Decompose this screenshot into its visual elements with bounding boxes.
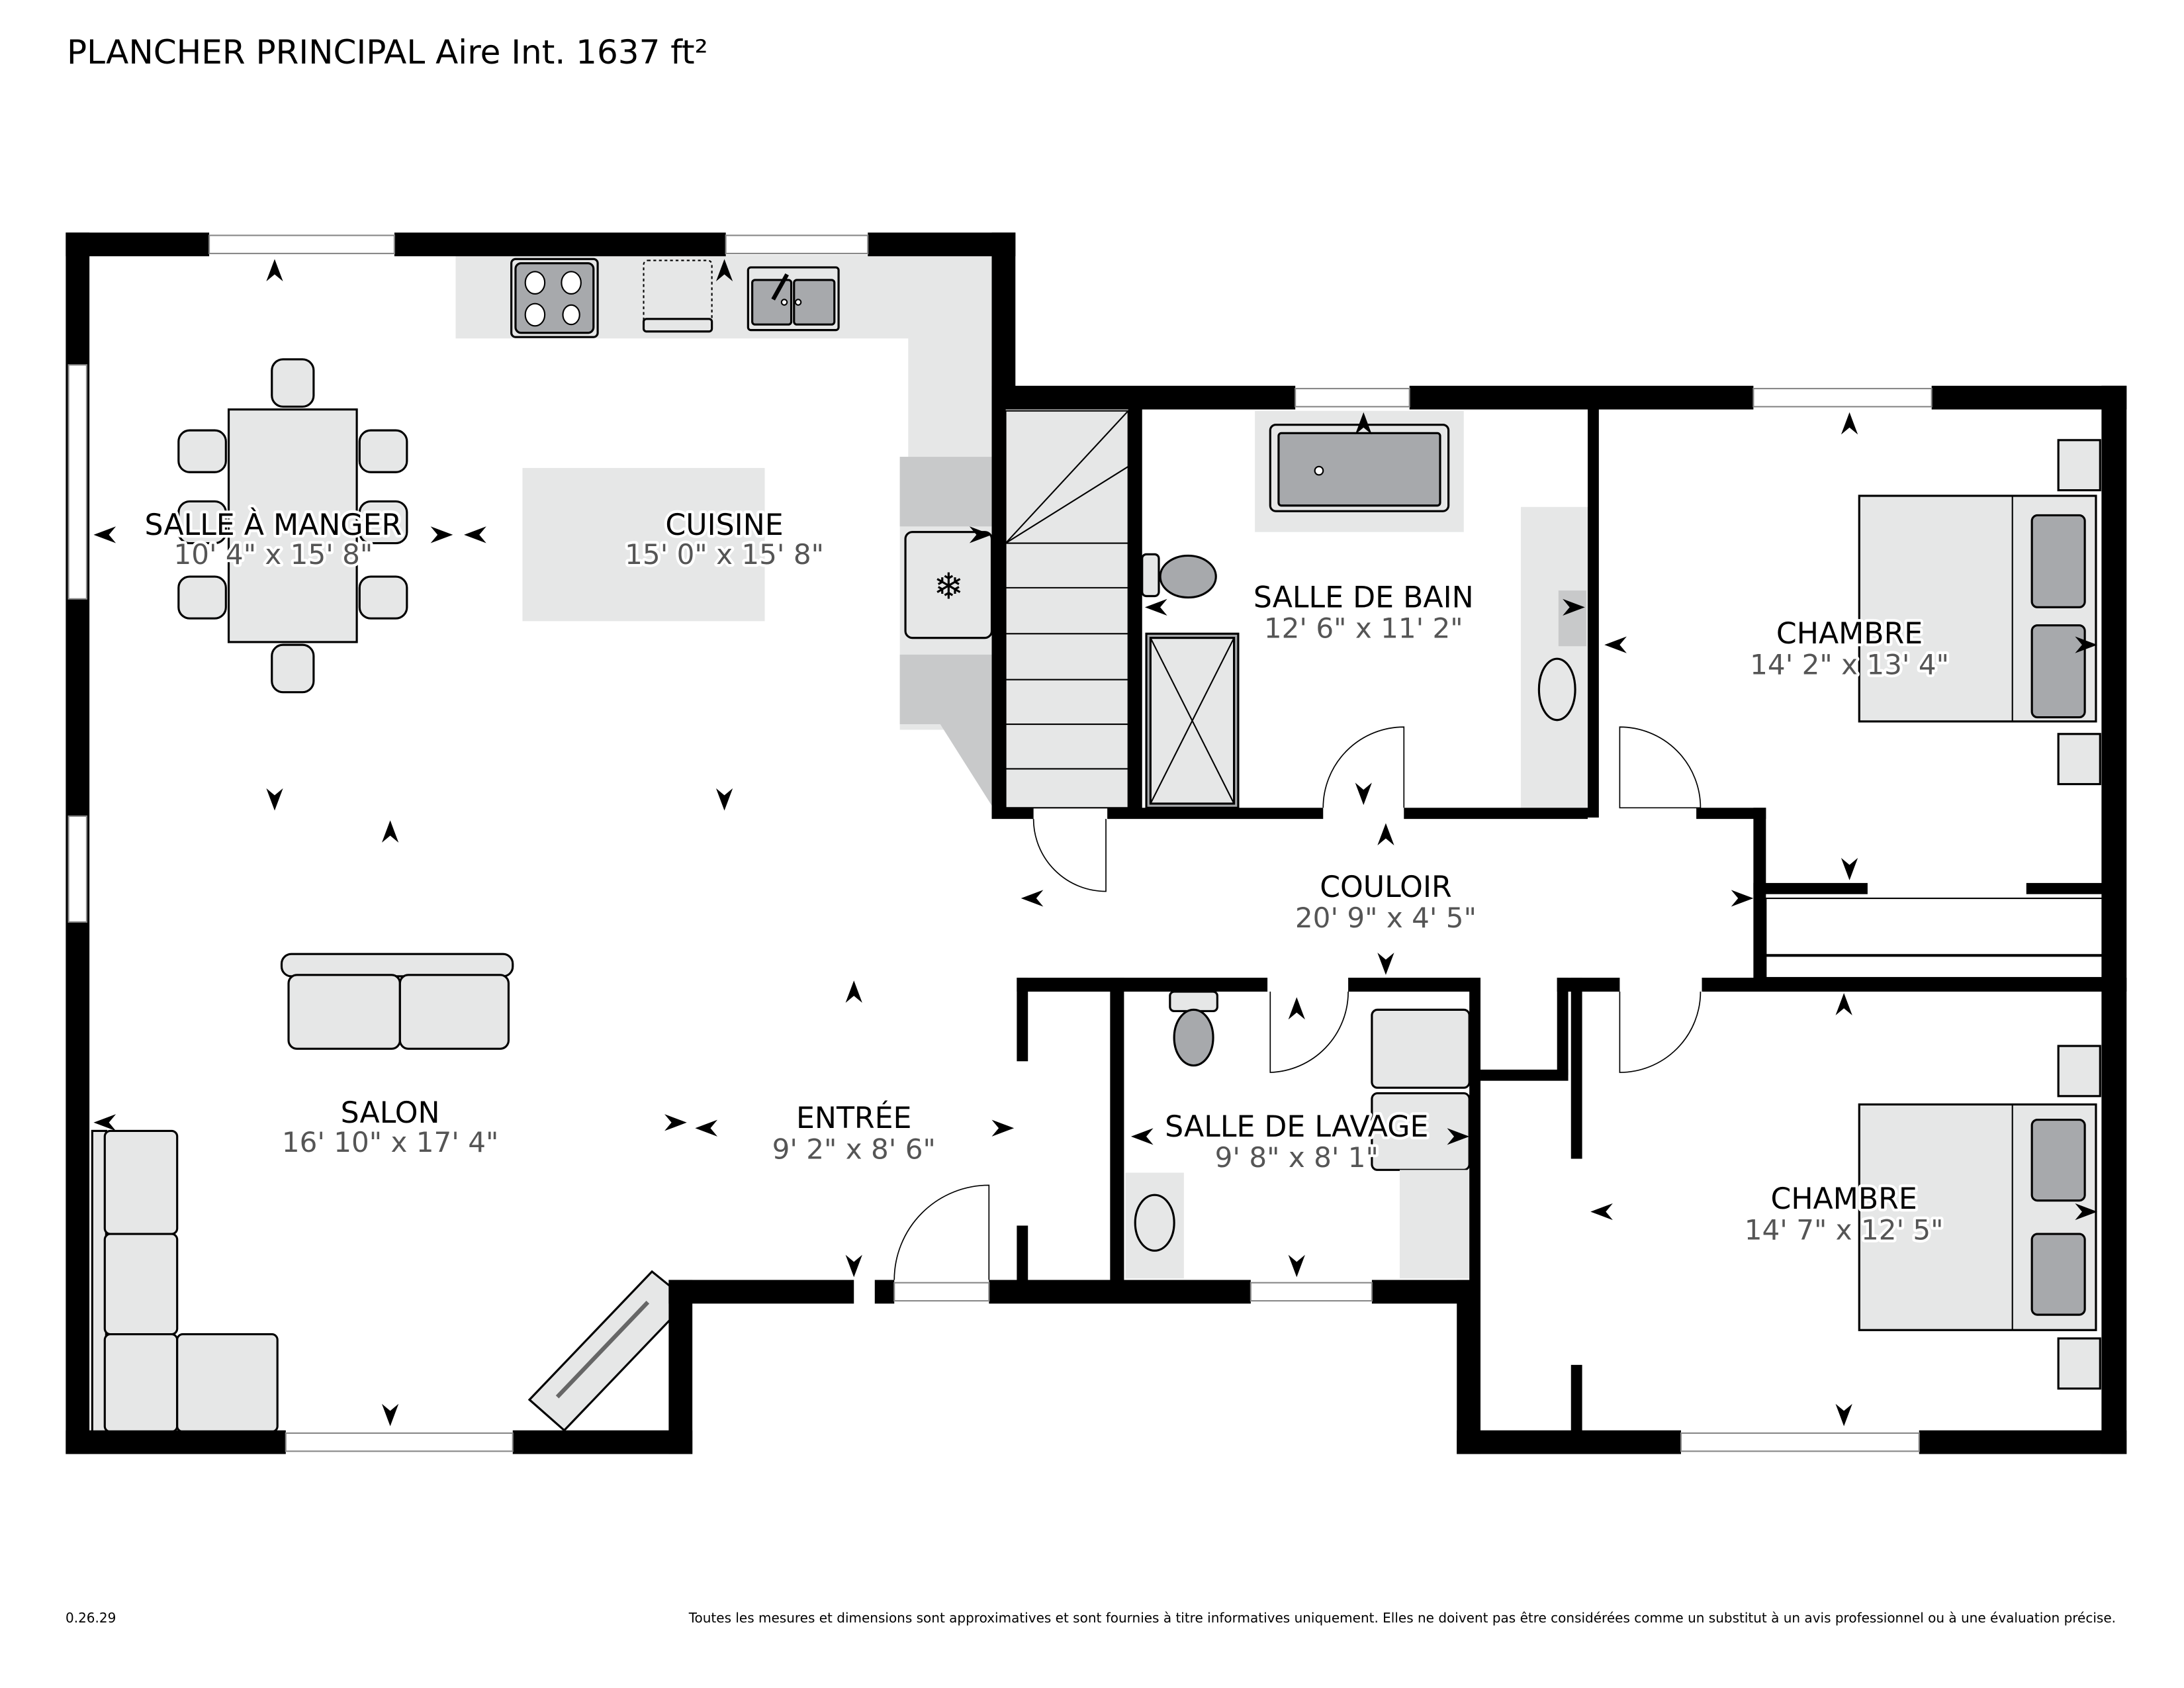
sofa-icon xyxy=(280,953,514,1050)
sectional-sofa-icon xyxy=(91,1129,279,1433)
room-label-salle-a-manger: SALLE À MANGER 10' 4" x 15' 8" xyxy=(142,504,404,574)
dining-table-icon xyxy=(177,358,408,694)
version-label: 0.26.29 xyxy=(66,1610,116,1626)
svg-text:ENTRÉE: ENTRÉE xyxy=(796,1100,911,1135)
staircase-icon xyxy=(1005,410,1129,809)
bed-icon-2 xyxy=(1858,1045,2101,1390)
room-label-couloir: COULOIR 20' 9" x 4' 5" xyxy=(1293,868,1479,937)
laundry-toilet-icon xyxy=(1169,990,1218,1067)
svg-text:20' 9" x 4' 5": 20' 9" x 4' 5" xyxy=(1295,902,1477,934)
shower-icon xyxy=(1145,632,1240,809)
svg-text:CHAMBRE: CHAMBRE xyxy=(1776,617,1923,651)
svg-text:COULOIR: COULOIR xyxy=(1320,870,1451,904)
svg-text:SALON: SALON xyxy=(341,1096,440,1130)
floor-title: PLANCHER PRINCIPAL Aire Int. 1637 ft² xyxy=(67,33,708,71)
bathtub-icon xyxy=(1255,410,1464,532)
svg-text:CHAMBRE: CHAMBRE xyxy=(1770,1182,1917,1216)
svg-text:15' 0" x 15' 8": 15' 0" x 15' 8" xyxy=(625,538,824,571)
svg-text:14' 7" x 12' 5": 14' 7" x 12' 5" xyxy=(1745,1214,1944,1246)
svg-text:SALLE DE LAVAGE: SALLE DE LAVAGE xyxy=(1165,1110,1428,1144)
room-label-salle-de-bain: SALLE DE BAIN 12' 6" x 11' 2" xyxy=(1251,578,1477,647)
doors xyxy=(893,726,1702,1280)
room-label-entree: ENTRÉE 9' 2" x 8' 6" xyxy=(769,1098,938,1168)
tv-console-icon xyxy=(527,1270,690,1432)
kitchen-counters xyxy=(455,255,993,808)
vanity-icon xyxy=(1521,506,1588,808)
dishwasher-icon xyxy=(642,259,713,333)
laundry-sink-icon xyxy=(1125,1172,1184,1279)
closet-icon xyxy=(1765,898,2111,979)
refrigerator-icon: ❄ xyxy=(904,531,993,639)
kitchen-sink-icon xyxy=(747,266,840,332)
room-label-cuisine: CUISINE 15' 0" x 15' 8" xyxy=(622,506,827,574)
svg-text:9' 8" x 8' 1": 9' 8" x 8' 1" xyxy=(1215,1141,1379,1174)
svg-text:16' 10" x 17' 4": 16' 10" x 17' 4" xyxy=(282,1126,499,1158)
svg-text:9' 2" x 8' 6": 9' 2" x 8' 6" xyxy=(772,1133,936,1165)
washer-dryer-icon xyxy=(1371,1008,1471,1279)
svg-text:CUISINE: CUISINE xyxy=(665,508,783,542)
room-label-salle-de-lavage: SALLE DE LAVAGE 9' 8" x 8' 1" xyxy=(1162,1107,1432,1177)
disclaimer-text: Toutes les mesures et dimensions sont ap… xyxy=(688,1610,2116,1626)
svg-text:SALLE DE BAIN: SALLE DE BAIN xyxy=(1253,581,1474,614)
svg-text:❄: ❄ xyxy=(933,565,964,608)
svg-text:14' 2" x 13' 4": 14' 2" x 13' 4" xyxy=(1750,648,1949,680)
room-label-salon: SALON 16' 10" x 17' 4" xyxy=(279,1094,502,1162)
toilet-icon xyxy=(1141,553,1217,599)
svg-text:12' 6" x 11' 2": 12' 6" x 11' 2" xyxy=(1264,612,1463,645)
measurement-arrows xyxy=(93,259,2098,1427)
svg-text:10' 4" x 15' 8": 10' 4" x 15' 8" xyxy=(173,538,373,571)
svg-text:SALLE À MANGER: SALLE À MANGER xyxy=(145,507,402,542)
windows xyxy=(68,234,1933,1452)
stove-icon xyxy=(510,258,599,338)
room-label-chambre-1: CHAMBRE 14' 2" x 13' 4" xyxy=(1747,614,1952,684)
bed-icon xyxy=(1858,439,2101,786)
room-label-chambre-2: CHAMBRE 14' 7" x 12' 5" xyxy=(1742,1180,1946,1249)
